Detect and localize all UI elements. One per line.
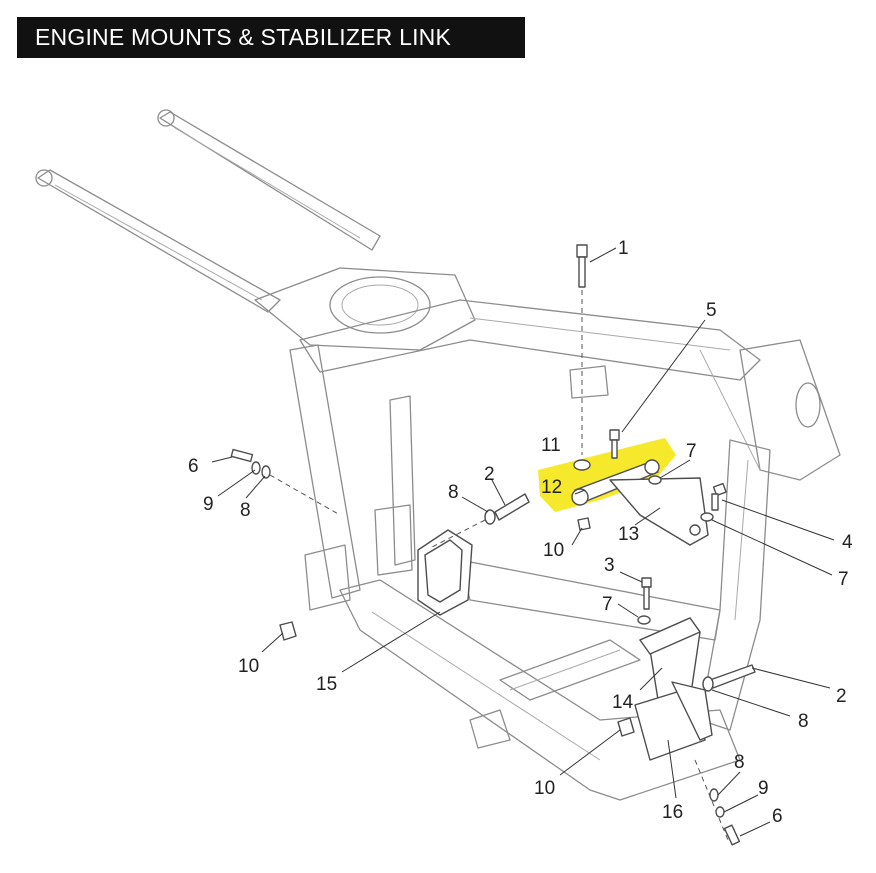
callout-12: 12 <box>541 477 562 498</box>
callout-labels: 1 5 11 7 12 2 6 9 8 8 10 13 4 7 3 7 10 1… <box>188 238 853 827</box>
callout-8: 8 <box>448 482 459 503</box>
callout-2: 2 <box>836 686 847 707</box>
callout-9: 9 <box>758 778 769 799</box>
callout-4: 4 <box>842 532 853 553</box>
stabilizer-bracket <box>609 477 709 546</box>
callout-10: 10 <box>534 778 555 799</box>
motorcycle-frame <box>35 109 841 801</box>
bolt-1 <box>576 244 588 258</box>
callout-11: 11 <box>541 435 561 456</box>
parts <box>230 244 756 846</box>
leader-lines <box>211 247 835 837</box>
callout-7: 7 <box>602 594 613 615</box>
callout-13: 13 <box>618 524 639 545</box>
callout-5: 5 <box>706 300 717 321</box>
callout-14: 14 <box>612 692 634 713</box>
callout-6: 6 <box>772 806 783 827</box>
callout-7: 7 <box>838 569 849 590</box>
callout-3: 3 <box>604 555 615 576</box>
callout-10: 10 <box>543 540 564 561</box>
callout-10: 10 <box>238 656 259 677</box>
callout-8: 8 <box>798 711 809 732</box>
callout-2: 2 <box>484 464 495 485</box>
callout-15: 15 <box>316 674 337 695</box>
callout-7: 7 <box>686 441 697 462</box>
callout-8: 8 <box>240 500 251 521</box>
callout-9: 9 <box>203 494 214 515</box>
callout-6: 6 <box>188 456 199 477</box>
callout-16: 16 <box>662 802 683 823</box>
callout-8: 8 <box>734 752 745 773</box>
diagram-title: ENGINE MOUNTS & STABILIZER LINK <box>17 17 525 58</box>
callout-1: 1 <box>618 238 629 259</box>
